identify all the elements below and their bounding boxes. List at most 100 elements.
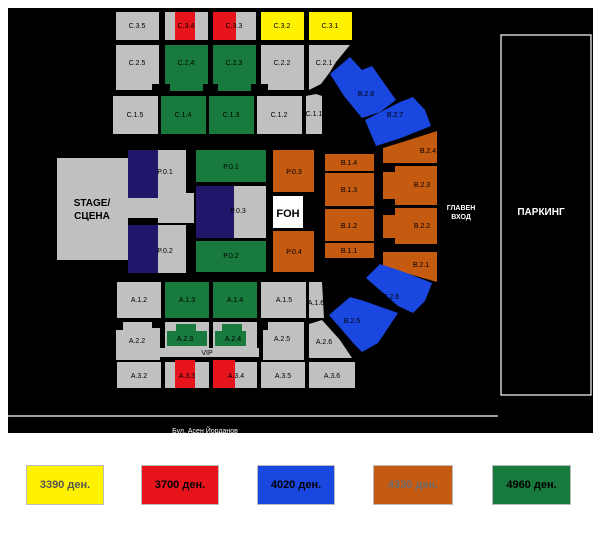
section-a-2-6[interactable] xyxy=(309,320,352,358)
section-b-1-1-label: B.1.1 xyxy=(341,248,357,255)
section-a-3-4-label: A.3.4 xyxy=(228,373,244,380)
section-b-2-8[interactable] xyxy=(330,57,396,118)
stage-label-line2: СЦЕНА xyxy=(74,211,110,222)
section-pr-0-2[interactable] xyxy=(128,225,158,273)
section-b-2-5-label: B.2.5 xyxy=(344,318,360,325)
section-a-2-3[interactable] xyxy=(167,324,207,346)
section-pr-0-2-label: P.0.2 xyxy=(157,248,173,255)
section-a-3-2[interactable] xyxy=(117,362,161,388)
section-vip[interactable] xyxy=(155,348,259,357)
section-p-0-3[interactable] xyxy=(273,150,314,192)
section-b-2-4-label: B.2.4 xyxy=(420,148,436,155)
stage xyxy=(57,158,162,260)
section-p-0-3-label: P.0.3 xyxy=(286,169,302,176)
section-c-3-2-label: C.3.2 xyxy=(274,23,291,30)
section-a-1-2[interactable] xyxy=(117,282,161,318)
section-a-1-6[interactable] xyxy=(309,282,324,318)
section-b-2-2[interactable] xyxy=(383,208,437,244)
section-c-3-5[interactable] xyxy=(116,12,159,40)
section-a-3-5[interactable] xyxy=(261,362,305,388)
section-b-2-1[interactable] xyxy=(383,252,437,282)
section-a-1-6-label: A.1.6 xyxy=(308,300,324,307)
section-c-1-1[interactable] xyxy=(306,94,322,134)
section-c-3-5-label: C.3.5 xyxy=(129,23,146,30)
legend-price-orange: 4330 ден. xyxy=(387,479,439,491)
legend-item-orange: 4330 ден. xyxy=(373,465,453,505)
section-b-1-1[interactable] xyxy=(325,243,374,258)
section-b-2-3[interactable] xyxy=(383,166,437,205)
section-p-0-1[interactable] xyxy=(196,150,266,182)
section-b-2-7[interactable] xyxy=(365,97,431,146)
stage-label-line1: STAGE/ xyxy=(74,198,111,209)
section-p-0-1-label: P.0.1 xyxy=(223,164,239,171)
street-label: Бул. Асен Йорданов xyxy=(172,426,238,435)
section-a-1-2-label: A.1.2 xyxy=(131,297,147,304)
entrance-label-line1: ГЛАВЕН xyxy=(447,205,476,212)
entrance-label-line2: ВХОД xyxy=(451,214,471,221)
section-a-2-4-label: A.2.4 xyxy=(225,336,241,343)
section-c-3-2[interactable] xyxy=(261,12,304,40)
section-a-3-6[interactable] xyxy=(309,362,355,388)
section-p-0-2[interactable] xyxy=(196,241,266,272)
section-pr-0-3[interactable] xyxy=(196,186,234,238)
section-c-3-1-label: C.3.1 xyxy=(322,23,339,30)
section-pr-0-1[interactable] xyxy=(128,150,158,198)
section-c-1-2[interactable] xyxy=(257,96,302,134)
section-c-1-5-label: C.1.5 xyxy=(127,112,144,119)
section-b-2-4[interactable] xyxy=(383,131,437,163)
foh-label: FOH xyxy=(276,208,299,220)
section-c-3-1[interactable] xyxy=(309,12,352,40)
section-p-0-4[interactable] xyxy=(273,231,314,272)
section-b-1-3-label: B.1.3 xyxy=(341,187,357,194)
section-c-1-5[interactable] xyxy=(113,96,158,134)
section-b-2-7-label: B.2.7 xyxy=(387,112,403,119)
section-a-2-4[interactable] xyxy=(215,324,246,346)
section-a-1-4-label: A.1.4 xyxy=(227,297,243,304)
legend-item-green: 4960 ден. xyxy=(492,465,571,505)
section-a-2-5[interactable] xyxy=(263,322,304,360)
section-a-3-6-label: A.3.6 xyxy=(324,373,340,380)
section-a-1-3[interactable] xyxy=(165,282,209,318)
section-a-3-5-label: A.3.5 xyxy=(275,373,291,380)
section-label-center: P.0.3 xyxy=(230,208,246,215)
section-c-1-3[interactable] xyxy=(209,96,254,134)
section-a-2-2[interactable] xyxy=(116,322,160,360)
section-c-3-3[interactable] xyxy=(213,12,236,40)
section-b-2-5[interactable] xyxy=(329,297,398,352)
section-a-2-6-label: A.2.6 xyxy=(316,339,332,346)
section-c-2-5[interactable] xyxy=(116,45,159,90)
section-c-3-4[interactable] xyxy=(175,12,195,40)
section-a-3-3[interactable] xyxy=(175,360,195,388)
legend-price-blue: 4020 ден. xyxy=(270,479,322,491)
section-c-2-2-label: C.2.2 xyxy=(274,60,291,67)
section-b-1-3[interactable] xyxy=(325,173,374,206)
section-b-1-2-label: B.1.2 xyxy=(341,223,357,230)
section-a-3-2-label: A.3.2 xyxy=(131,373,147,380)
foh-box xyxy=(273,196,303,228)
section-b-2-6[interactable] xyxy=(366,264,432,313)
legend-price-red: 3700 ден. xyxy=(154,479,206,491)
section-c-2-4-label: C.2.4 xyxy=(178,60,195,67)
section-a-1-4[interactable] xyxy=(213,282,257,318)
section-c-3-4-label: C.3.4 xyxy=(178,23,195,30)
section-c-2-2[interactable] xyxy=(261,45,304,90)
parking-area xyxy=(500,34,592,396)
section-pr-0-1-label: P.0.1 xyxy=(157,169,173,176)
section-a-2-5-label: A.2.5 xyxy=(274,336,290,343)
section-a-1-5[interactable] xyxy=(261,282,306,318)
section-a-3-4[interactable] xyxy=(213,360,235,388)
section-b-1-2[interactable] xyxy=(325,209,374,241)
section-c-1-4[interactable] xyxy=(161,96,206,134)
section-b-1-4[interactable] xyxy=(325,154,374,171)
section-a-2-3-label: A.2.3 xyxy=(177,336,193,343)
legend-item-red: 3700 ден. xyxy=(141,465,219,505)
section-c-2-3[interactable] xyxy=(213,45,256,91)
section-a-2-2-label: A.2.2 xyxy=(129,338,145,345)
section-b-2-8-label: B.2.8 xyxy=(358,91,374,98)
legend-item-yellow: 3390 ден. xyxy=(26,465,104,505)
section-c-2-1[interactable] xyxy=(309,45,350,90)
section-c-2-4[interactable] xyxy=(165,45,208,91)
section-b-2-1-label: B.2.1 xyxy=(413,262,429,269)
parking-label: ПАРКИНГ xyxy=(517,207,565,218)
